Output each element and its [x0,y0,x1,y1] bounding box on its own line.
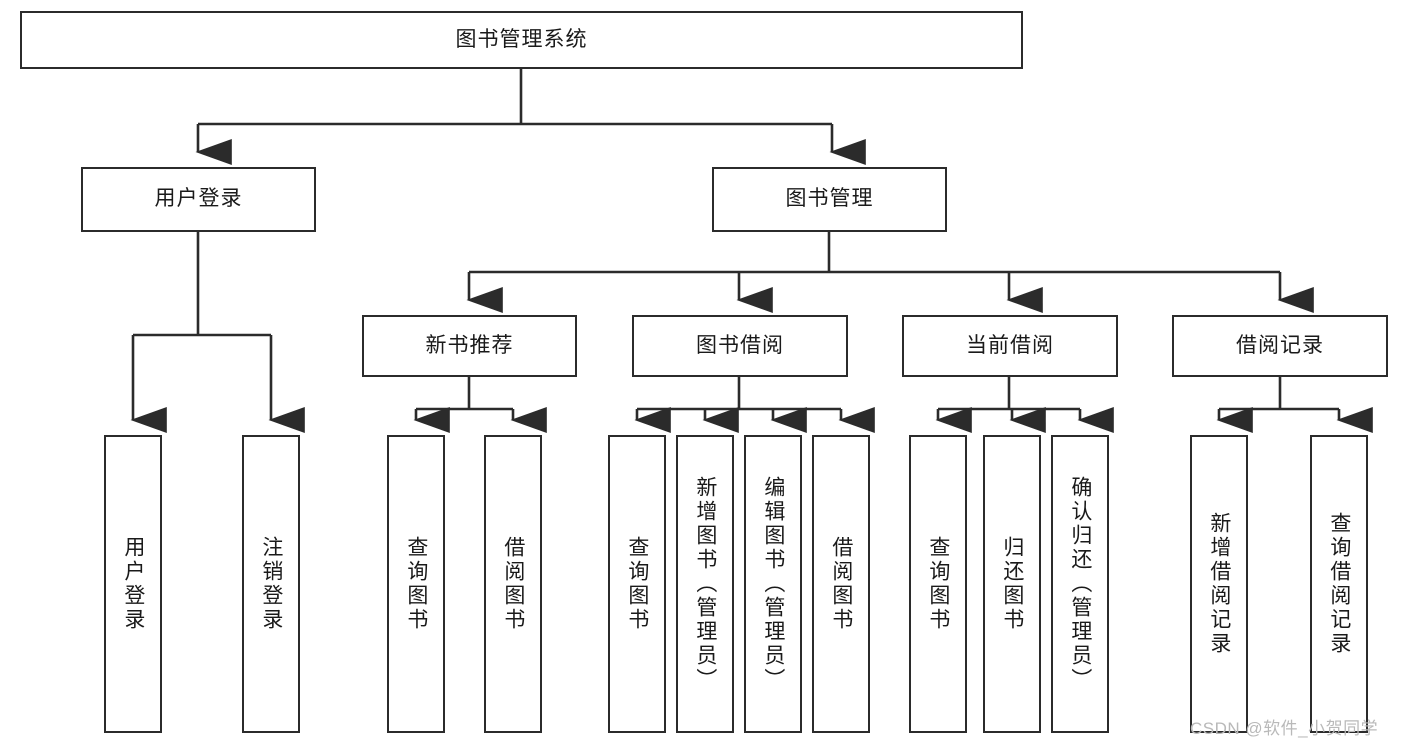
leaf-query-book-2[interactable]: 查询图书 [608,435,666,733]
node-label: 图书管理 [785,187,874,211]
node-user-login[interactable]: 用户登录 [81,167,316,232]
node-new-book-recommend[interactable]: 新书推荐 [362,315,577,377]
leaf-borrow-book-1[interactable]: 借阅图书 [484,435,542,733]
leaf-confirm-return-admin[interactable]: 确认归还（管理员） [1051,435,1109,733]
leaf-label: 归还图书 [1000,536,1024,632]
leaf-label: 编辑图书（管理员） [761,476,785,692]
leaf-label: 注销登录 [259,536,283,632]
leaf-query-book-3[interactable]: 查询图书 [909,435,967,733]
csdn-watermark: CSDN @软件_小贺同学 [1190,719,1379,738]
leaf-label: 新增借阅记录 [1207,512,1231,656]
leaf-query-borrow-record[interactable]: 查询借阅记录 [1310,435,1368,733]
node-label: 借阅记录 [1236,333,1324,357]
node-label: 用户登录 [154,187,243,211]
leaf-label: 用户登录 [121,536,145,632]
node-label: 图书借阅 [696,333,784,357]
leaf-label: 查询图书 [926,536,950,632]
node-root-system[interactable]: 图书管理系统 [20,11,1023,69]
node-current-borrow[interactable]: 当前借阅 [902,315,1118,377]
leaf-label: 查询图书 [625,536,649,632]
node-book-manage[interactable]: 图书管理 [712,167,947,232]
leaf-add-book-admin[interactable]: 新增图书（管理员） [676,435,734,733]
node-borrow-record[interactable]: 借阅记录 [1172,315,1388,377]
leaf-user-login[interactable]: 用户登录 [104,435,162,733]
node-book-borrow[interactable]: 图书借阅 [632,315,848,377]
leaf-label: 查询借阅记录 [1327,512,1351,656]
leaf-label: 新增图书（管理员） [693,476,717,692]
leaf-add-borrow-record[interactable]: 新增借阅记录 [1190,435,1248,733]
leaf-return-book[interactable]: 归还图书 [983,435,1041,733]
leaf-query-book-1[interactable]: 查询图书 [387,435,445,733]
node-label: 新书推荐 [425,333,514,357]
leaf-label: 查询图书 [404,536,428,632]
leaf-label: 借阅图书 [501,536,525,632]
leaf-label: 借阅图书 [829,536,853,632]
node-label: 图书管理系统 [455,27,588,51]
leaf-label: 确认归还（管理员） [1068,476,1092,692]
leaf-edit-book-admin[interactable]: 编辑图书（管理员） [744,435,802,733]
node-label: 当前借阅 [966,333,1054,357]
leaf-logout[interactable]: 注销登录 [242,435,300,733]
leaf-borrow-book-2[interactable]: 借阅图书 [812,435,870,733]
